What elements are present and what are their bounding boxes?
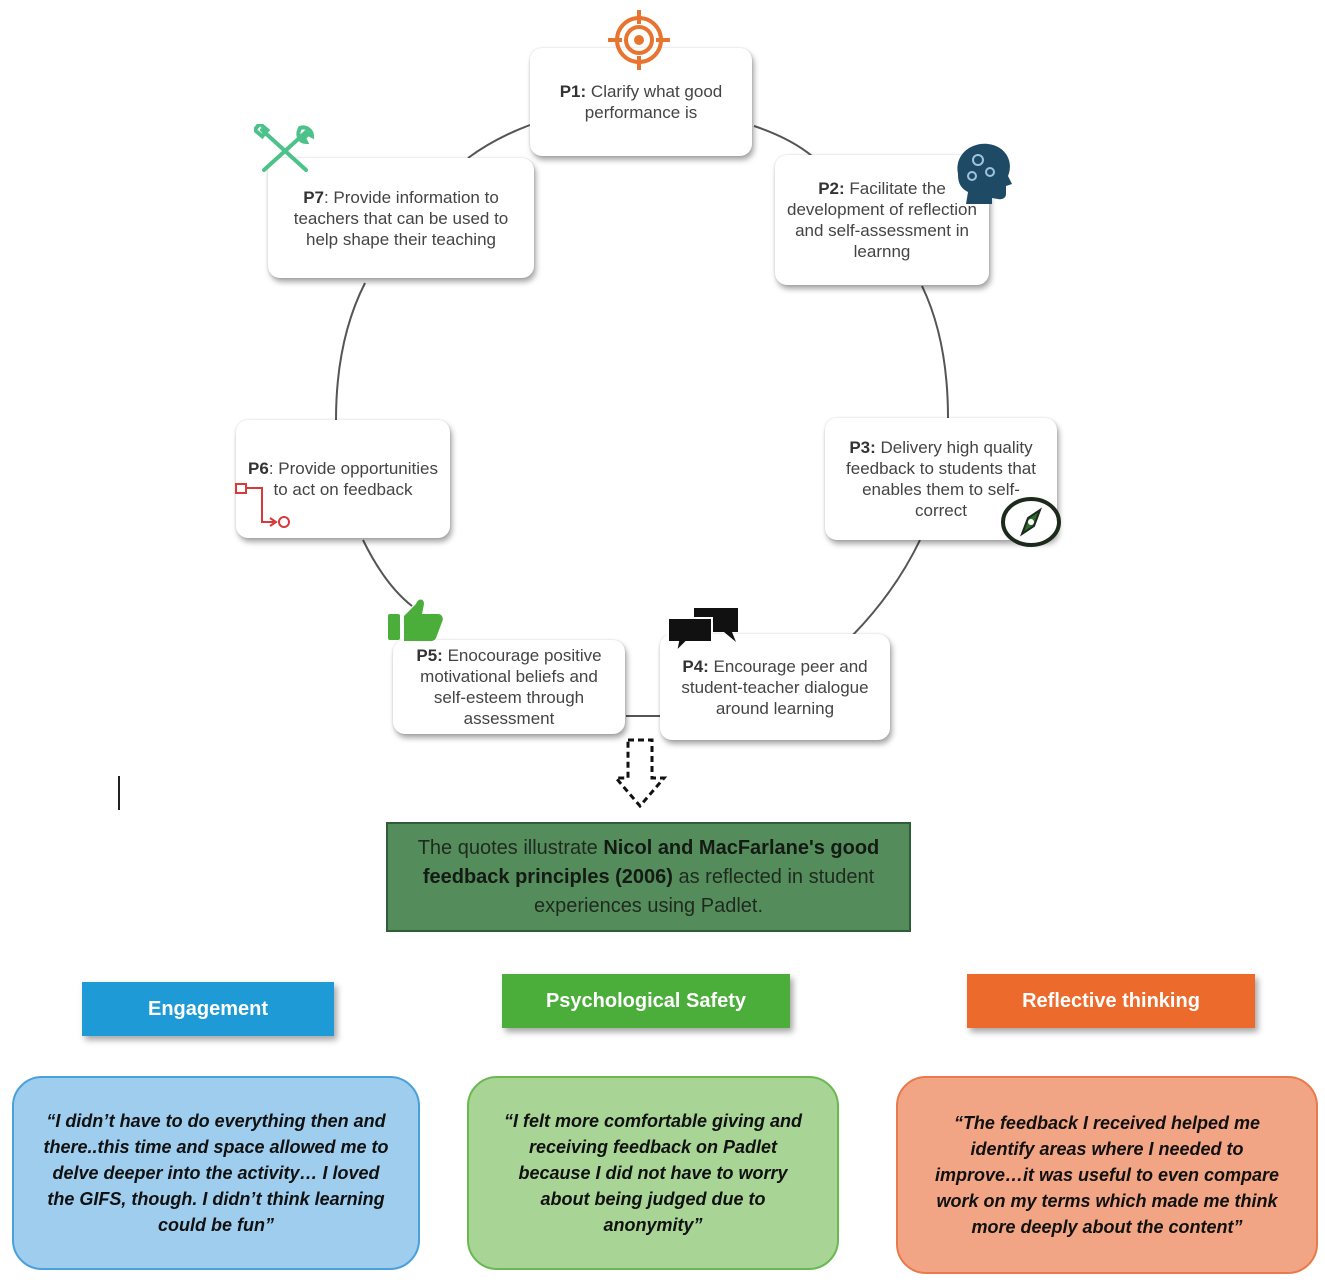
summary-text-before: The quotes illustrate: [417, 836, 604, 859]
principle-id: P1:: [559, 82, 587, 101]
connector-p3-p4: [851, 539, 921, 637]
flow-steps-icon: [235, 483, 290, 528]
principle-text: Delivery high quality feedback to studen…: [846, 438, 1036, 520]
connector-p5-p6: [362, 539, 413, 607]
summary-text-bold: Nicol and MacFarlane's good feedback pri…: [422, 836, 880, 888]
principle-id: P3:: [849, 438, 876, 457]
connector-p1-p2: [753, 125, 813, 157]
summary-text-after: as reflected in student experiences usin…: [533, 865, 875, 917]
principle-text: Enocourage positive motivational beliefs…: [420, 646, 602, 728]
quote-psychological-safety: “I felt more comfortable giving and rece…: [467, 1076, 839, 1270]
target-icon: [608, 10, 670, 70]
head-gears-icon: [957, 143, 1012, 204]
tools-icon: [254, 124, 315, 172]
category-psychological-safety: Psychological Safety: [502, 974, 790, 1028]
principle-text: : Provide opportunities to act on feedba…: [268, 459, 438, 499]
principle-p7: P7: Provide information to teachers that…: [268, 158, 534, 278]
principle-id: P4:: [682, 656, 709, 676]
principle-id: P6: [248, 459, 269, 478]
speech-bubbles-icon: [667, 608, 738, 652]
connector-p7-p1: [467, 124, 531, 159]
principle-p5: P5: Enocourage positive motivational bel…: [393, 640, 625, 734]
category-reflective-thinking: Reflective thinking: [967, 974, 1255, 1028]
quote-engagement: “I didn’t have to do everything then and…: [12, 1076, 420, 1270]
principle-id: P7: [303, 187, 324, 207]
thumbs-up-icon: [388, 599, 443, 641]
connector-p6-p7: [335, 282, 366, 421]
principle-p4: P4: Encourage peer and student-teacher d…: [660, 634, 890, 740]
category-engagement: Engagement: [82, 982, 334, 1036]
text-cursor: [118, 776, 120, 810]
quote-reflective-thinking: “The feedback I received helped me ident…: [896, 1076, 1318, 1274]
principle-text: Facilitate the development of reflection…: [787, 179, 977, 261]
principle-id: P5:: [416, 646, 443, 665]
connector-p2-p3: [921, 285, 949, 419]
principle-text: : Provide information to teachers that c…: [293, 187, 509, 249]
principle-text: Clarify what good performance is: [584, 82, 723, 122]
summary-box: The quotes illustrate Nicol and MacFarla…: [386, 822, 911, 932]
principle-p1: P1: Clarify what good performance is: [530, 48, 752, 156]
principle-p2: P2: Facilitate the development of reflec…: [775, 155, 989, 285]
principle-id: P2:: [818, 179, 845, 198]
dashed-arrow-down-icon: [612, 738, 668, 809]
principle-text: Encourage peer and student-teacher dialo…: [681, 656, 869, 718]
compass-icon: [1001, 497, 1061, 547]
